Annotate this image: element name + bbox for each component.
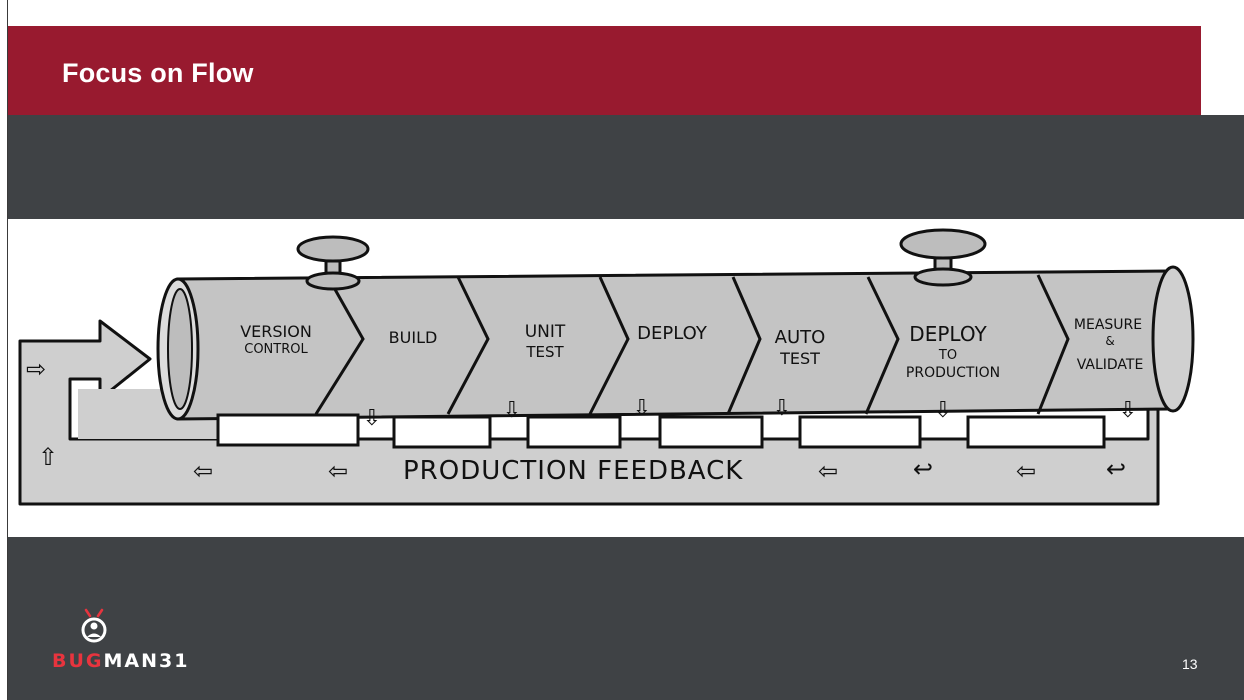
svg-text:↩: ↩	[913, 455, 933, 483]
production-feedback-label: PRODUCTION FEEDBACK	[403, 456, 743, 486]
logo-wordmark: BUGMAN31	[52, 650, 189, 672]
svg-text:⇦: ⇦	[818, 457, 838, 485]
svg-text:⇩: ⇩	[363, 406, 381, 431]
stage-label-validate: VALIDATE	[1077, 357, 1144, 373]
svg-text:⇧: ⇧	[38, 443, 58, 471]
svg-text:↩: ↩	[1106, 455, 1126, 483]
valve-left	[298, 237, 368, 289]
stage-label-deploy-prod-to: TO	[938, 348, 957, 363]
svg-text:⇨: ⇨	[26, 355, 46, 383]
svg-text:⇩: ⇩	[633, 396, 651, 421]
stage-label-measure-amp: &	[1105, 334, 1114, 348]
stage-label-deploy-prod: DEPLOY	[909, 322, 987, 346]
stage-label-deploy-prod-production: PRODUCTION	[906, 365, 1000, 381]
svg-text:⇩: ⇩	[773, 396, 791, 421]
valve-right	[901, 230, 985, 285]
svg-text:⇦: ⇦	[193, 457, 213, 485]
svg-text:⇦: ⇦	[328, 457, 348, 485]
pipe-end-right	[1153, 267, 1193, 411]
svg-text:⇩: ⇩	[503, 398, 521, 423]
stage-label-deploy: DEPLOY	[637, 323, 708, 344]
stage-label-version-control: VERSION	[240, 322, 312, 341]
svg-text:⇦: ⇦	[1016, 457, 1036, 485]
page-number: 13	[1182, 656, 1198, 672]
stage-label-unit: UNIT	[525, 322, 566, 342]
stage-label-auto: AUTO	[775, 327, 826, 348]
upper-dark-band	[8, 115, 1244, 219]
slide-title: Focus on Flow	[62, 58, 254, 89]
feedback-boxes	[218, 415, 1104, 447]
svg-text:⇩: ⇩	[1119, 398, 1137, 423]
logo-bug-icon	[74, 606, 114, 650]
stage-label-measure: MEASURE	[1074, 317, 1142, 333]
stage-label-build: BUILD	[389, 328, 438, 347]
stage-label-auto-test: TEST	[779, 349, 820, 368]
lower-dark-band	[8, 537, 1244, 700]
stage-label-version-control-2: CONTROL	[244, 342, 308, 357]
bugman31-logo: BUGMAN31	[52, 606, 192, 676]
svg-text:⇩: ⇩	[934, 398, 952, 423]
stage-label-unit-test: TEST	[525, 343, 564, 361]
pipeline-diagram: VERSION CONTROL BUILD UNIT TEST DEPLOY A…	[8, 219, 1244, 537]
